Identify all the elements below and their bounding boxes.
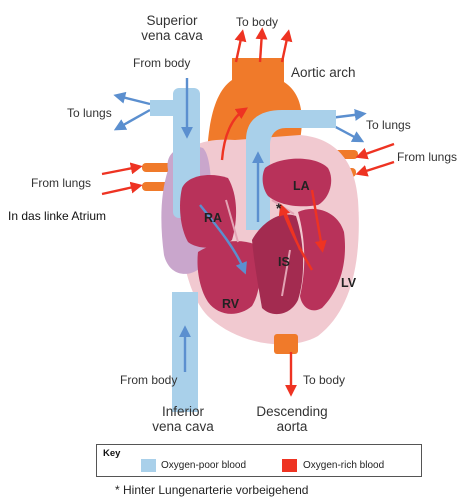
ivc-line2: vena cava (147, 419, 219, 434)
from-lungs-left-arrow-2 (102, 186, 138, 194)
chamber-label-lv: LV (341, 276, 356, 290)
to-body-bottom-label: To body (303, 374, 345, 387)
german-note-label: In das linke Atrium (8, 210, 106, 223)
to-lungs-left-arrow-1 (118, 96, 150, 104)
asterisk-marker: * (276, 200, 281, 216)
svc-line2: vena cava (136, 28, 208, 43)
to-body-top-arrow-3 (282, 34, 288, 62)
desc-aorta-line1: Descending (252, 404, 332, 419)
to-body-top-arrow-2 (260, 32, 262, 62)
chamber-label-is: IS (278, 255, 290, 269)
ivc-line1: Inferior (147, 404, 219, 419)
key-legend: Key Oxygen-poor blood Oxygen-rich blood (96, 444, 422, 477)
from-body-bottom-label: From body (120, 374, 177, 387)
to-lungs-left-arrow-2 (118, 110, 150, 128)
key-label-oxygen-poor: Oxygen-poor blood (161, 460, 246, 471)
aortic-arch-label: Aortic arch (291, 65, 356, 80)
pa-right-trunk (326, 110, 336, 128)
key-swatch-oxygen-rich (282, 459, 297, 472)
from-lungs-left-label: From lungs (31, 177, 91, 190)
footnote: * Hinter Lungenarterie vorbeigehend (115, 483, 308, 497)
key-label-oxygen-rich: Oxygen-rich blood (303, 460, 384, 471)
to-lungs-right-label: To lungs (366, 119, 411, 132)
pa-left-trunk (150, 100, 173, 116)
key-title: Key (103, 448, 120, 459)
svc-line1: Superior (136, 13, 208, 28)
to-body-top-arrow-1 (236, 34, 242, 62)
chamber-label-rv: RV (222, 297, 239, 311)
desc-aorta-line2: aorta (252, 419, 332, 434)
from-lungs-right-arrow-1 (360, 144, 394, 156)
descending-aorta (274, 334, 298, 354)
chamber-label-la: LA (293, 179, 310, 193)
descending-aorta-label: Descending aorta (252, 404, 332, 434)
from-body-top-label: From body (133, 57, 190, 70)
key-swatch-oxygen-poor (141, 459, 156, 472)
to-lungs-left-label: To lungs (67, 107, 112, 120)
to-body-top-label: To body (236, 16, 278, 29)
from-lungs-left-arrow-1 (102, 167, 138, 174)
inferior-vena-cava-label: Inferior vena cava (147, 404, 219, 434)
chamber-label-ra: RA (204, 211, 222, 225)
from-lungs-right-label: From lungs (397, 151, 457, 164)
superior-vena-cava-label: Superior vena cava (136, 13, 208, 43)
from-lungs-right-arrow-2 (360, 162, 394, 173)
